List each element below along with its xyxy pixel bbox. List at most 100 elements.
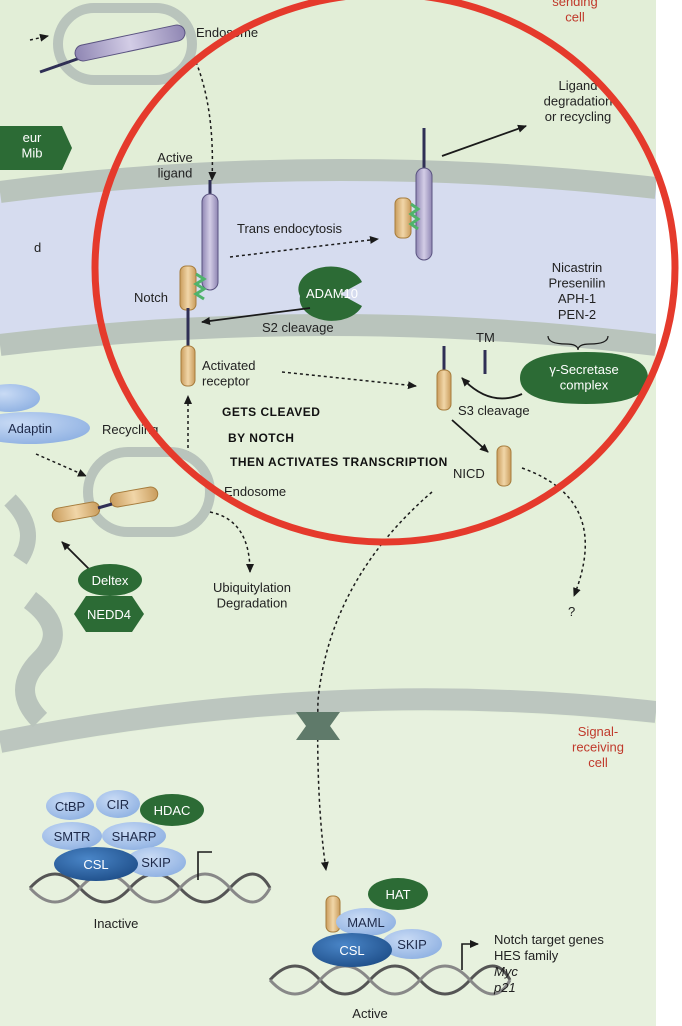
s3-site	[436, 346, 452, 411]
label-csl-right: CSL	[339, 943, 364, 958]
annotation-circle	[91, 0, 679, 546]
ctbp-oval	[46, 792, 94, 820]
arrow-to-ubiquitylation	[209, 511, 254, 573]
label-deltex: Deltex	[92, 573, 129, 588]
bottom-endosome-tm	[97, 502, 113, 510]
annotation-line-1: GETS CLEAVED	[222, 405, 320, 419]
label-maml: MAML	[347, 915, 385, 930]
label-cir: CIR	[107, 797, 129, 812]
nicd-rod	[496, 445, 512, 487]
annotation-line-3: THEN ACTIVATES TRANSCRIPTION	[230, 455, 448, 469]
active-tss	[461, 940, 479, 970]
maml-oval	[336, 908, 396, 936]
label-question: ?	[568, 604, 575, 619]
label-nedd4: NEDD4	[87, 607, 131, 622]
adam10-enzyme: ADAM10	[298, 266, 362, 321]
arrow-trans-endocytosis	[229, 235, 379, 258]
endocytosed-ligand-rod	[415, 167, 433, 261]
handwritten-annotation: GETS CLEAVED BY NOTCH THEN ACTIVATES TRA…	[222, 405, 448, 469]
label-nicd: NICD	[453, 466, 485, 481]
label-skip-right: SKIP	[397, 937, 427, 952]
label-ctbp: CtBP	[55, 799, 85, 814]
left-membrane-fold-2	[4, 494, 36, 565]
bottom-endosome-cargo-b	[109, 486, 159, 508]
label-hat: HAT	[385, 887, 410, 902]
activated-receptor-rod	[180, 345, 196, 387]
label-adaptin: Adaptin	[8, 421, 52, 436]
endocytosed-notch-ecd	[394, 197, 412, 239]
arrow-receptor-to-s3	[281, 371, 417, 390]
dna-active-strand-b	[268, 964, 512, 996]
label-s3-cleavage: S3 cleavage	[458, 403, 530, 418]
adam10-shape	[298, 266, 362, 321]
label-left-d: d	[34, 240, 41, 255]
sharp-oval	[102, 822, 166, 850]
s3-receptor-rod	[436, 369, 452, 411]
left-membrane-fold	[15, 592, 63, 728]
smtr-oval	[42, 822, 102, 850]
label-csl-left: CSL	[83, 857, 108, 872]
label-adam10: ADAM10	[306, 286, 358, 301]
skip-right-oval	[382, 929, 442, 959]
label-active: Active	[352, 1006, 387, 1021]
arrow-endosome-to-ligand	[195, 61, 217, 181]
notch-receptor-extracellular	[179, 265, 197, 311]
label-hdac: HDAC	[154, 803, 191, 818]
ligand-notch-complex	[179, 180, 219, 346]
neur-mib-hexagon	[0, 126, 72, 170]
bottom-endosome	[51, 447, 215, 537]
active-ligand-rod	[201, 193, 219, 291]
extracellular-space	[0, 168, 656, 345]
nuclear-pore-shape	[296, 712, 340, 740]
label-myc: Myc	[494, 964, 518, 979]
label-endosome-bottom: Endosome	[224, 484, 286, 499]
adaptin-top-oval	[0, 384, 40, 412]
nuclear-pore	[296, 712, 340, 740]
dna-inactive-strand-b	[28, 872, 272, 904]
endosome-cargo-stem	[39, 56, 81, 74]
arrow-adam10-to-notch	[201, 307, 311, 325]
inactive-tss	[197, 851, 212, 880]
nuclear-envelope	[0, 688, 658, 753]
arrow-secretase-to-s3	[461, 377, 523, 400]
label-notch-target-genes: Notch target genes	[494, 932, 604, 947]
label-tm: TM	[476, 330, 495, 345]
adaptin-oval	[0, 412, 90, 444]
label-sharp: SHARP	[112, 829, 157, 844]
hat-oval	[368, 878, 428, 910]
egf-repeats	[193, 272, 207, 301]
label-p21: p21	[493, 980, 516, 995]
label-inactive: Inactive	[94, 916, 139, 931]
annotation-line-2: BY NOTCH	[228, 431, 294, 445]
arrow-nicd-to-nucleus	[316, 491, 433, 871]
endocytosed-egf	[408, 202, 421, 231]
brace-nicastrin	[547, 335, 609, 351]
endosome-cargo-ligand	[74, 24, 186, 62]
csl-right-oval	[312, 933, 392, 967]
inactive-complex: CtBP CIR HDAC SMTR SHARP SKIP CSL	[28, 790, 272, 904]
activated-receptor	[180, 345, 196, 387]
deltex-nedd4: Deltex NEDD4	[74, 564, 144, 632]
cir-oval	[96, 790, 140, 818]
nedd4-hexagon	[74, 596, 144, 632]
right-margin	[656, 0, 682, 1026]
arrow-s3-to-nicd	[451, 419, 489, 453]
endocytosed-complex	[394, 128, 433, 261]
csl-left-oval	[54, 847, 138, 881]
receiving-cell-membrane	[0, 314, 658, 356]
label-trans-endocytosis: Trans endocytosis	[237, 221, 343, 236]
arrow-ligand-degradation	[441, 124, 527, 157]
hdac-oval	[140, 794, 204, 826]
arrow-deltex-to-endosome	[61, 541, 93, 573]
